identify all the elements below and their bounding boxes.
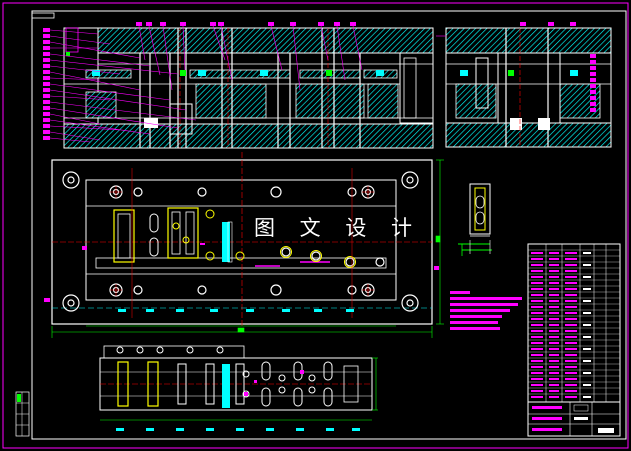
strip-layout-circles xyxy=(116,346,316,398)
parts-list-rows xyxy=(528,249,620,395)
plan-view-cyan-dims xyxy=(118,309,354,312)
watermark-text: 图 文 设 计 xyxy=(254,216,422,240)
parts-list xyxy=(527,243,621,437)
strip-layout-marks xyxy=(244,370,304,396)
strip-layout-cyan-dims xyxy=(116,428,360,431)
side-section-view xyxy=(436,27,612,148)
parts-list-text xyxy=(531,252,577,431)
technical-notes xyxy=(450,291,522,330)
inner-frame xyxy=(31,10,627,440)
plan-view-centermarks xyxy=(110,168,374,318)
strip-layout xyxy=(99,345,378,421)
side-view-labels xyxy=(520,22,596,112)
label-marks-top xyxy=(136,22,356,26)
binding-strip xyxy=(15,391,30,437)
label-marks-left xyxy=(43,28,50,140)
plan-view-pink-marks xyxy=(44,246,439,302)
parts-list-numbers xyxy=(574,252,591,420)
main-section-view xyxy=(63,27,434,149)
leader-lines-top xyxy=(138,25,363,91)
detail-view xyxy=(458,183,492,256)
plan-view xyxy=(51,152,433,330)
plan-view-yellow-parts xyxy=(172,209,356,268)
tab-box xyxy=(31,12,55,19)
plan-view-dimensions xyxy=(51,159,444,338)
leader-lines-left xyxy=(49,29,197,143)
